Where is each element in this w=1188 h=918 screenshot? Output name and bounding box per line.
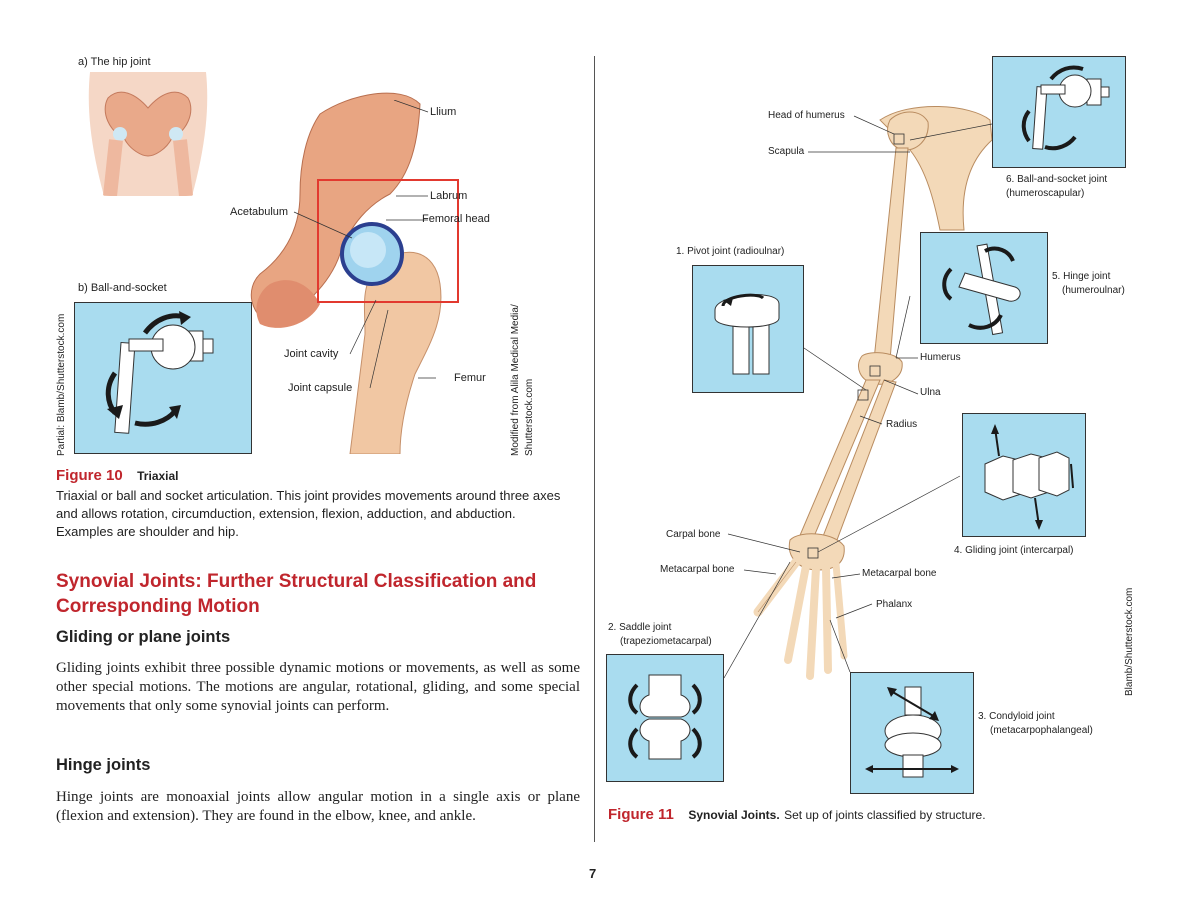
figure-10-number: Figure 10: [56, 467, 123, 484]
gliding-heading: Gliding or plane joints: [56, 628, 231, 646]
label-humerus: Humerus: [920, 352, 961, 363]
joint-2-label-a: 2. Saddle joint: [608, 622, 672, 633]
label-phalanx: Phalanx: [876, 599, 913, 610]
figure-10-title: Triaxial: [137, 469, 179, 483]
label-labrum: Labrum: [430, 190, 468, 202]
arm-leader-lines: [723, 115, 993, 679]
label-metacarpal-bone-left: Metacarpal bone: [660, 564, 735, 575]
page-number: 7: [589, 866, 597, 881]
label-ulna: Ulna: [920, 387, 941, 398]
pivot-joint-icon: [714, 293, 780, 375]
hinge-text: Hinge joints are monoaxial joints allow …: [56, 789, 580, 824]
label-joint-capsule: Joint capsule: [288, 382, 353, 394]
hinge-joint-icon: [942, 243, 1021, 336]
condyloid-joint-box: [850, 672, 974, 794]
hip-joint-title: a) The hip joint: [78, 56, 151, 68]
joint-5-label-a: 5. Hinge joint: [1052, 271, 1111, 282]
gliding-text: Gliding joints exhibit three possible dy…: [56, 660, 580, 714]
figure-10-text: Triaxial or ball and socket articulation…: [56, 488, 561, 539]
ball-socket-box: [74, 302, 252, 454]
figure-11-number: Figure 11: [608, 806, 674, 823]
figure-11-title: Synovial Joints.: [688, 808, 780, 822]
label-joint-cavity: Joint cavity: [284, 348, 339, 360]
label-radius: Radius: [886, 419, 918, 430]
figure-10-caption: Figure 10 Triaxial: [56, 467, 576, 485]
page-divider: [594, 56, 595, 842]
joint-2-label-b: (trapeziometacarpal): [620, 636, 712, 647]
hip-leader-lines: [293, 100, 436, 389]
section-title: Synovial Joints: Further Structural Clas…: [56, 571, 537, 617]
arm-skeleton: [753, 106, 993, 680]
figure-11-caption: Figure 11 Synovial Joints. Set up of joi…: [608, 806, 1168, 824]
hinge-joint-box: [920, 232, 1048, 344]
label-head-of-humerus: Head of humerus: [768, 110, 845, 121]
hinge-heading: Hinge joints: [56, 756, 151, 774]
ball-socket-title: b) Ball-and-socket: [78, 282, 167, 294]
joint-3-label-b: (metacarpophalangeal): [990, 725, 1093, 736]
label-acetabulum: Acetabulum: [230, 206, 289, 218]
figure-11-text: Set up of joints classified by structure…: [784, 808, 986, 822]
pivot-joint-label: 1. Pivot joint (radioulnar): [676, 246, 785, 257]
label-metacarpal-bone-right: Metacarpal bone: [862, 568, 937, 579]
label-scapula: Scapula: [768, 146, 805, 157]
label-ilium: Llium: [430, 106, 457, 118]
ball-socket-joint-box: [992, 56, 1126, 168]
credit-left-rotated: Partial: Blamb/Shutterstock.com: [56, 313, 67, 456]
pelvis-thumbnail: [88, 72, 208, 196]
condyloid-joint-icon: [865, 686, 959, 778]
label-femur: Femur: [454, 372, 486, 384]
gliding-joint-icon: [984, 424, 1074, 530]
credit-right-rotated-2: Shutterstock.com: [524, 378, 535, 456]
joint-6-label-a: 6. Ball-and-socket joint: [1006, 174, 1108, 185]
saddle-joint-icon: [628, 674, 702, 760]
joint-6-label-b: (humeroscapular): [1006, 188, 1085, 199]
pivot-joint-box: [692, 265, 804, 393]
hip-joint-illustration: [250, 92, 459, 454]
joint-5-label-b: (humeroulnar): [1062, 285, 1125, 296]
label-femoral-head: Femoral head: [422, 213, 490, 225]
label-carpal-bone: Carpal bone: [666, 529, 721, 540]
ball-socket-icon: [105, 311, 214, 434]
credit-right-rotated-1: Modified from Alila Medical Media/: [510, 304, 521, 456]
saddle-joint-box: [606, 654, 724, 782]
gliding-joint-box: [962, 413, 1086, 537]
credit-right-rotated: Blamb/Shutterstock.com: [1124, 587, 1135, 696]
ball-socket-joint-icon: [1021, 65, 1110, 151]
joint-3-label-a: 3. Condyloid joint: [978, 711, 1055, 722]
joint-4-label: 4. Gliding joint (intercarpal): [954, 545, 1074, 556]
